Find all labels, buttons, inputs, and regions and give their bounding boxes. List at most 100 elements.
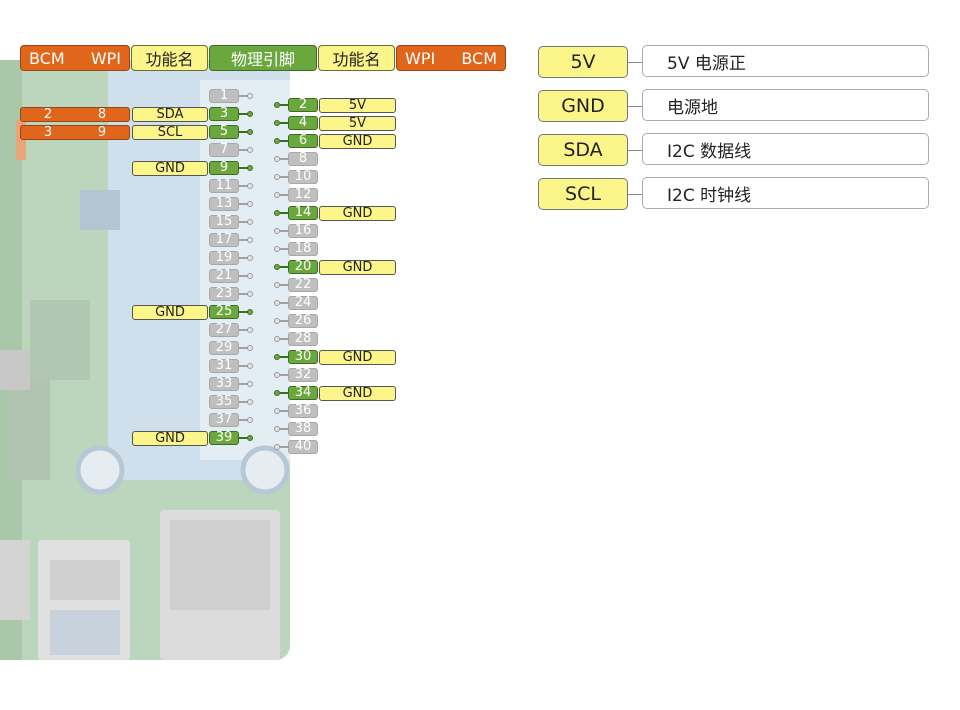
- pin-39: 39: [209, 431, 239, 445]
- pin-22: 22: [288, 278, 318, 292]
- legend-connector: [628, 106, 642, 107]
- pin-connector: [239, 185, 248, 187]
- pin-dot: [247, 345, 253, 351]
- pin-connector: [280, 428, 289, 430]
- pin-dot: [274, 426, 280, 432]
- right-func-label-gnd: GND: [319, 134, 396, 149]
- pin-connector: [239, 329, 248, 331]
- pin-31: 31: [209, 359, 239, 373]
- pin-dot: [274, 156, 280, 162]
- pin-connector: [239, 383, 248, 385]
- pin-dot: [274, 210, 280, 216]
- pin-19: 19: [209, 251, 239, 265]
- left-func-label-gnd: GND: [132, 161, 208, 176]
- pin-connector: [239, 401, 248, 403]
- pin-connector: [280, 284, 289, 286]
- pin-37: 37: [209, 413, 239, 427]
- legend-desc-sda: I2C 数据线: [642, 133, 929, 165]
- pin-dot: [274, 192, 280, 198]
- legend-desc-gnd: 电源地: [642, 89, 929, 121]
- pin-dot: [247, 435, 253, 441]
- legend-key-gnd: GND: [538, 90, 628, 122]
- pin-1: 1: [209, 89, 239, 103]
- right-func-label-5v: 5V: [319, 98, 396, 113]
- pin-16: 16: [288, 224, 318, 238]
- pin-dot: [274, 264, 280, 270]
- pin-23: 23: [209, 287, 239, 301]
- pin-7: 7: [209, 143, 239, 157]
- pin-dot: [247, 255, 253, 261]
- pin-connector: [280, 374, 289, 376]
- legend-desc-5v: 5V 电源正: [642, 45, 929, 77]
- legend-key-sda: SDA: [538, 134, 628, 166]
- header-left-bcm-wpi: BCM WPI: [20, 45, 130, 71]
- pin-connector: [280, 104, 289, 106]
- pin-25: 25: [209, 305, 239, 319]
- pin-10: 10: [288, 170, 318, 184]
- pin-38: 38: [288, 422, 318, 436]
- pin-dot: [247, 309, 253, 315]
- pin-8: 8: [288, 152, 318, 166]
- header-wpi-label-right: WPI: [405, 48, 436, 68]
- legend-desc-scl: I2C 时钟线: [642, 177, 929, 209]
- pin-connector: [239, 203, 248, 205]
- pin-dot: [247, 147, 253, 153]
- pin-3: 3: [209, 107, 239, 121]
- legend-key-5v: 5V: [538, 46, 628, 78]
- pin-dot: [274, 138, 280, 144]
- pin-29: 29: [209, 341, 239, 355]
- legend-key-scl: SCL: [538, 178, 628, 210]
- pin-dot: [247, 381, 253, 387]
- pin-connector: [280, 176, 289, 178]
- pin-dot: [274, 354, 280, 360]
- header-right-wpi-bcm: WPI BCM: [396, 45, 506, 71]
- pin-dot: [274, 408, 280, 414]
- pin-2: 2: [288, 98, 318, 112]
- pin-connector: [280, 266, 289, 268]
- right-func-label-gnd: GND: [319, 260, 396, 275]
- wpi-number: 8: [97, 107, 107, 122]
- pin-dot: [247, 237, 253, 243]
- header-bcm-label-right: BCM: [461, 48, 497, 68]
- pin-dot: [274, 390, 280, 396]
- pin-connector: [239, 221, 248, 223]
- pin-dot: [247, 183, 253, 189]
- pin-15: 15: [209, 215, 239, 229]
- pin-dot: [274, 174, 280, 180]
- pin-11: 11: [209, 179, 239, 193]
- pin-dot: [247, 219, 253, 225]
- pin-dot: [247, 93, 253, 99]
- header-left-func: 功能名: [131, 45, 208, 71]
- pin-connector: [239, 293, 248, 295]
- pin-connector: [280, 410, 289, 412]
- pin-26: 26: [288, 314, 318, 328]
- left-func-label-gnd: GND: [132, 305, 208, 320]
- pin-40: 40: [288, 440, 318, 454]
- pin-6: 6: [288, 134, 318, 148]
- pin-connector: [280, 392, 289, 394]
- pin-connector: [239, 167, 248, 169]
- pin-connector: [239, 149, 248, 151]
- pin-dot: [247, 273, 253, 279]
- pin-connector: [239, 131, 248, 133]
- pin-18: 18: [288, 242, 318, 256]
- pin-dot: [274, 336, 280, 342]
- header-wpi-label: WPI: [90, 48, 121, 68]
- pin-dot: [247, 165, 253, 171]
- pin-13: 13: [209, 197, 239, 211]
- pin-33: 33: [209, 377, 239, 391]
- pin-connector: [280, 230, 289, 232]
- pin-5: 5: [209, 125, 239, 139]
- pin-27: 27: [209, 323, 239, 337]
- left-func-label-gnd: GND: [132, 431, 208, 446]
- pin-connector: [280, 212, 289, 214]
- pin-dot: [274, 444, 280, 450]
- pin-connector: [280, 158, 289, 160]
- pin-dot: [247, 291, 253, 297]
- pin-30: 30: [288, 350, 318, 364]
- right-func-label-gnd: GND: [319, 350, 396, 365]
- pin-connector: [280, 320, 289, 322]
- pin-dot: [274, 300, 280, 306]
- pin-dot: [247, 363, 253, 369]
